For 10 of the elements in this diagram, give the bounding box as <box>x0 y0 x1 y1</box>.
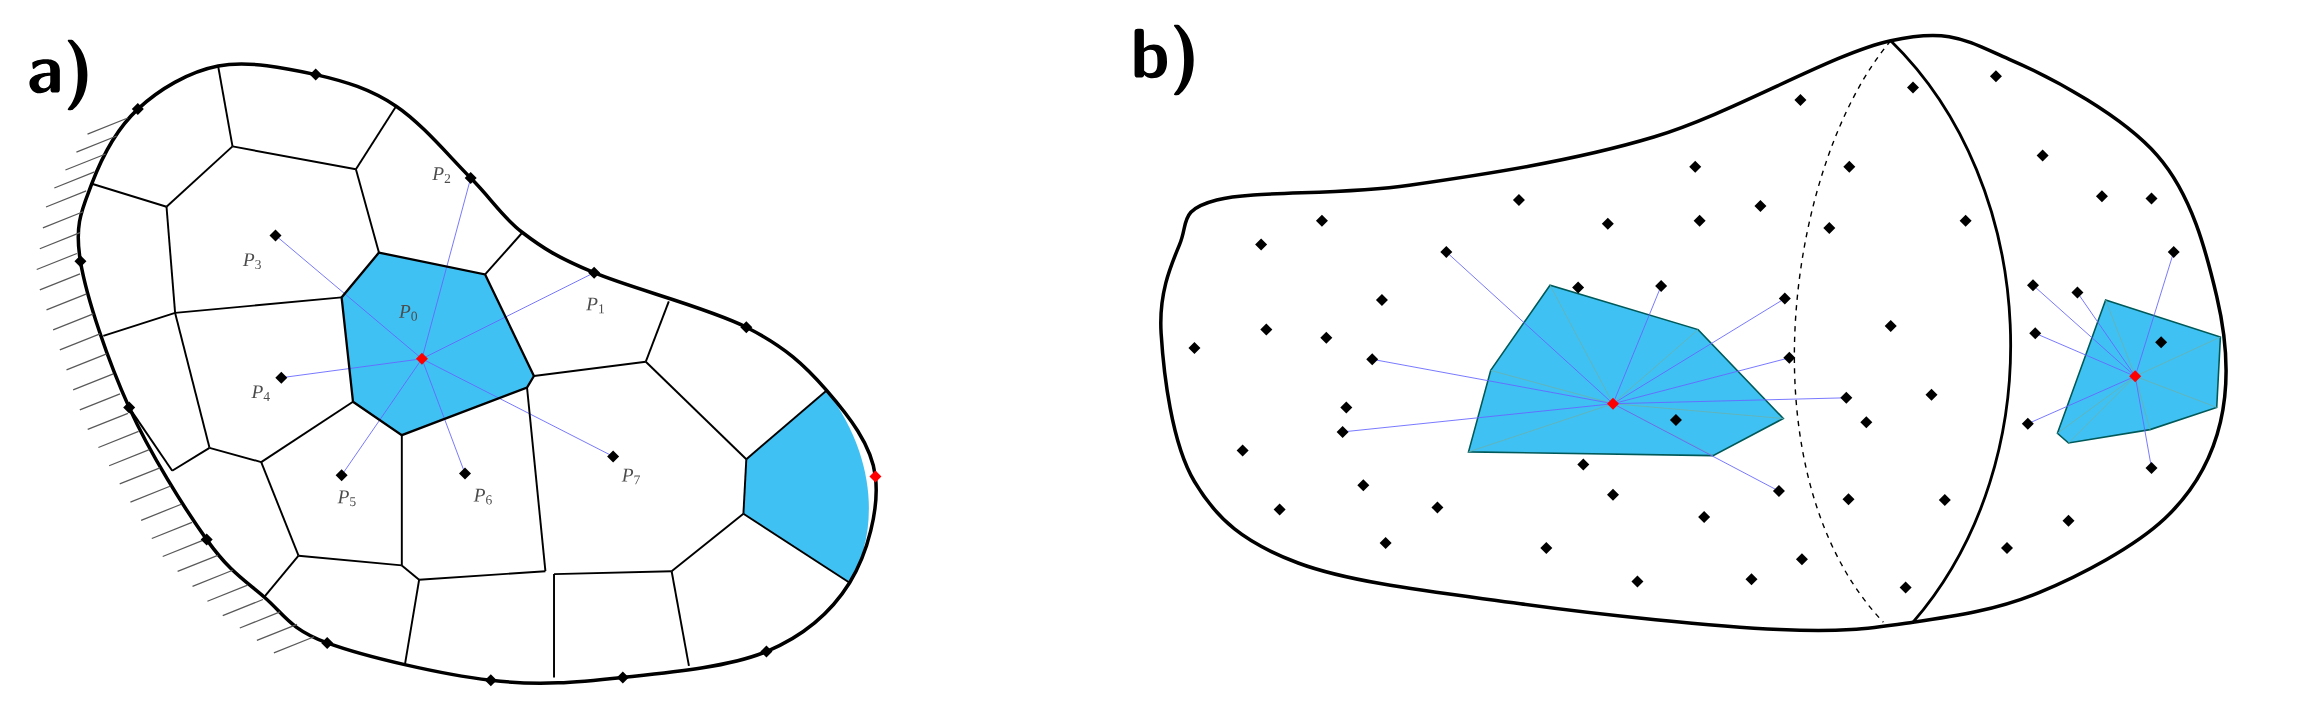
point-label: P$_{5}$ <box>337 490 356 507</box>
point-label: P$_{7}$ <box>621 468 640 485</box>
panel-label: a) <box>29 39 88 111</box>
panel-label: b) <box>1134 24 1194 96</box>
point-label: P$_{0}$ <box>398 305 418 321</box>
point-label: P$_{4}$ <box>251 385 270 401</box>
point-label: P$_{3}$ <box>242 253 261 270</box>
point-label: P$_{2}$ <box>432 167 451 183</box>
point-label: P$_{6}$ <box>473 488 492 505</box>
point-label: P$_{1}$ <box>586 297 604 314</box>
